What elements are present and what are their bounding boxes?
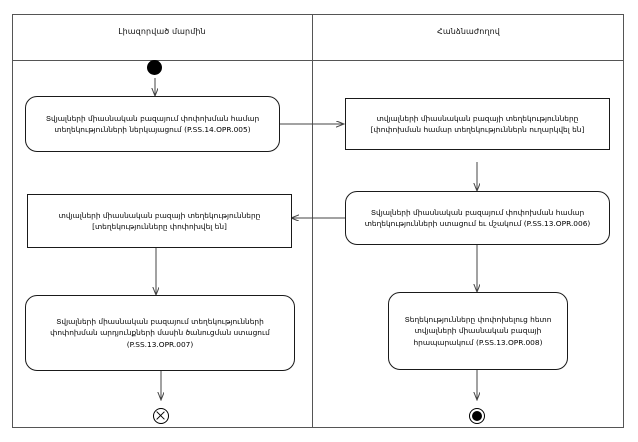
activity-final-node bbox=[469, 408, 485, 424]
object-node-label: տվյալների միասնական բազայի տեղեկությունն… bbox=[370, 113, 585, 134]
swimlane-frame bbox=[12, 14, 624, 428]
swimlane-header-divider bbox=[12, 60, 624, 61]
swimlane-header-right: Հանձնաժողով bbox=[437, 27, 500, 36]
object-node-database-info-modified[interactable]: տվյալների միասնական բազայի տեղեկությունն… bbox=[27, 194, 292, 248]
activity-label: Տվյալների միասնական բազայում փոփոխման հա… bbox=[45, 113, 260, 134]
activity-label: Տվյալների միասնական բազայում փոփոխման հա… bbox=[364, 207, 591, 228]
swimlane-header-left: Լիազորված մարմին bbox=[118, 27, 206, 36]
activity-label: Տեղեկությունները փոփոխելուց հետո տվյալնե… bbox=[404, 314, 552, 347]
object-node-database-info-sent[interactable]: տվյալների միասնական բազայի տեղեկությունն… bbox=[345, 98, 610, 150]
activity-publish-database-after-change[interactable]: Տեղեկությունները փոփոխելուց հետո տվյալնե… bbox=[388, 292, 568, 370]
activity-label: Տվյալների միասնական բազայում տեղեկությու… bbox=[50, 316, 270, 349]
initial-node bbox=[147, 60, 162, 75]
swimlane-vertical-divider bbox=[312, 14, 313, 428]
activity-submit-change-information[interactable]: Տվյալների միասնական բազայում փոփոխման հա… bbox=[25, 96, 280, 152]
flow-final-node bbox=[153, 408, 169, 424]
object-node-label: տվյալների միասնական բազայի տեղեկությունն… bbox=[58, 210, 261, 231]
activity-receive-change-result-notification[interactable]: Տվյալների միասնական բազայում տեղեկությու… bbox=[25, 295, 295, 371]
activity-receive-and-process-information[interactable]: Տվյալների միասնական բազայում փոփոխման հա… bbox=[345, 191, 610, 245]
